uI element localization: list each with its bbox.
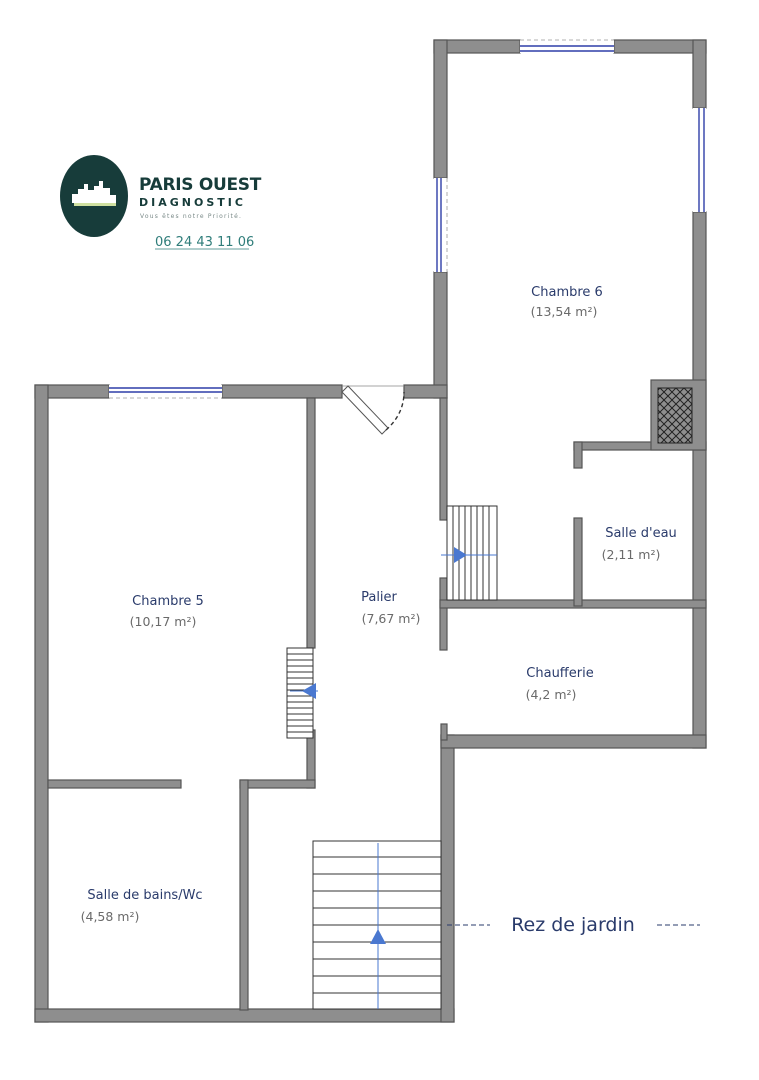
room-area: (7,67 m²): [362, 611, 421, 626]
room-name: Salle d'eau: [605, 526, 677, 541]
window-top-chambre6: [520, 39, 614, 53]
wall: [440, 734, 707, 749]
level-label: Rez de jardin: [511, 914, 635, 936]
wall: [403, 384, 448, 399]
room-salle-bains: Salle de bains/Wc (4,58 m²): [81, 888, 203, 924]
room-chambre5: Chambre 5 (10,17 m²): [130, 594, 204, 629]
wall: [221, 384, 343, 399]
logo-subtitle: DIAGNOSTIC: [139, 196, 246, 209]
walls: [34, 39, 707, 1023]
room-area: (4,58 m²): [81, 909, 140, 924]
wall: [440, 723, 448, 741]
chimney-duct: [657, 387, 693, 444]
windows: [109, 39, 706, 399]
city-skyline-icon: [72, 181, 116, 206]
wall: [306, 397, 316, 649]
room-palier: Palier (7,67 m²): [361, 590, 420, 626]
wall: [439, 599, 707, 609]
wall: [34, 384, 49, 1023]
wall: [239, 779, 316, 789]
wall: [573, 441, 583, 469]
stair-direction-arrow-icon: [370, 929, 386, 944]
room-area: (2,11 m²): [602, 547, 661, 562]
room-area: (4,2 m²): [526, 687, 577, 702]
window-left-chambre6: [434, 178, 448, 272]
stair-chambre6: [441, 505, 498, 601]
wall: [692, 211, 707, 749]
wall: [433, 39, 448, 179]
level-label-group: Rez de jardin: [447, 914, 700, 936]
room-salle-eau: Salle d'eau (2,11 m²): [602, 526, 677, 562]
room-name: Chambre 6: [531, 285, 603, 300]
wall: [573, 517, 583, 607]
room-area: (13,54 m²): [531, 304, 598, 319]
room-name: Palier: [361, 590, 397, 605]
wall: [613, 39, 707, 54]
wall: [439, 577, 448, 651]
room-name: Salle de bains/Wc: [87, 888, 202, 903]
window-right-chambre6: [693, 108, 706, 212]
wall: [34, 1008, 455, 1023]
stair-direction-arrow-icon: [454, 547, 467, 563]
wall: [306, 729, 316, 789]
logo-brand-name: PARIS OUEST: [139, 175, 262, 195]
room-name: Chaufferie: [526, 666, 593, 681]
wall: [692, 39, 707, 109]
wall: [439, 397, 448, 521]
wall: [433, 271, 448, 399]
stair-direction-arrow-icon: [302, 683, 316, 699]
window-top-chambre5: [109, 385, 222, 399]
room-name: Chambre 5: [132, 594, 204, 609]
room-chaufferie: Chaufferie (4,2 m²): [526, 666, 594, 702]
room-chambre6: Chambre 6 (13,54 m²): [531, 285, 603, 319]
stair-chambre5: [286, 647, 318, 739]
logo-tagline: Vous êtes notre Priorité.: [140, 213, 242, 220]
stair-main: [312, 840, 442, 1010]
wall: [440, 734, 455, 1023]
room-area: (10,17 m²): [130, 614, 197, 629]
company-logo: PARIS OUEST DIAGNOSTIC Vous êtes notre P…: [60, 155, 262, 250]
wall: [47, 779, 182, 789]
wall: [239, 779, 249, 1011]
entrance-door: [341, 385, 405, 435]
logo-phone: 06 24 43 11 06: [155, 235, 254, 250]
